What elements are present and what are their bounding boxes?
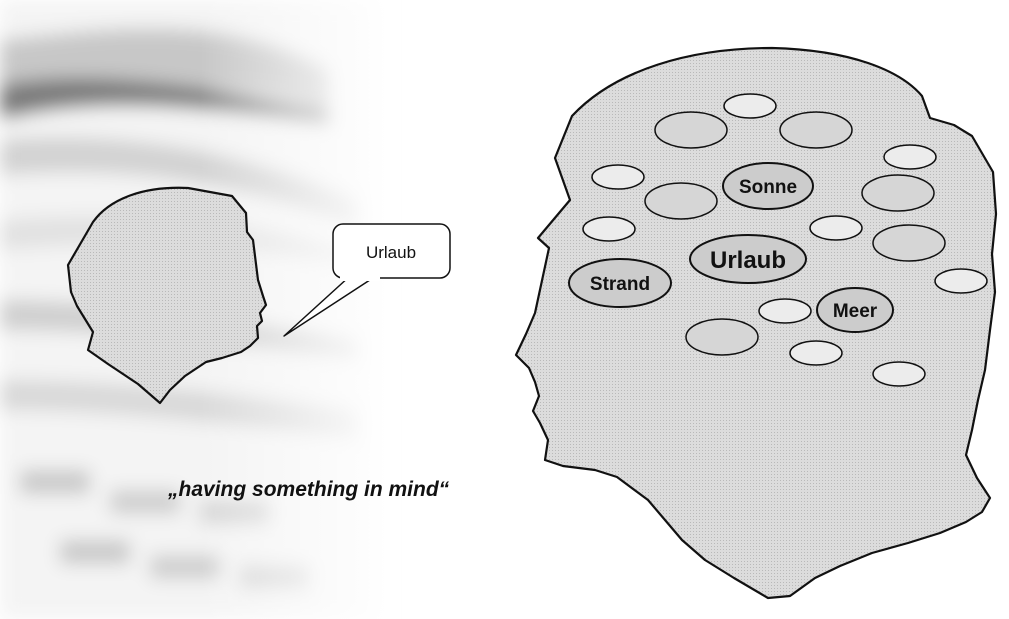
thought-bubble [583, 217, 635, 241]
thought-bubble [759, 299, 811, 323]
thought-bubble [655, 112, 727, 148]
thought-bubble [935, 269, 987, 293]
concept-label-sonne: Sonne [739, 177, 797, 198]
thought-bubble [862, 175, 934, 211]
concept-label-meer: Meer [833, 301, 878, 322]
thought-bubble [724, 94, 776, 118]
thought-bubble [645, 183, 717, 219]
concept-bubble-strand: Strand [569, 259, 671, 307]
concept-bubble-meer: Meer [817, 288, 893, 332]
thought-bubble [592, 165, 644, 189]
thought-bubble [686, 319, 758, 355]
thought-bubble [873, 362, 925, 386]
concept-label-strand: Strand [590, 274, 650, 295]
speech-bubble-text: Urlaub [366, 243, 416, 262]
concept-bubble-urlaub: Urlaub [690, 235, 806, 283]
thought-bubble [873, 225, 945, 261]
caption: „having something in mind“ [168, 478, 449, 502]
thought-bubble [884, 145, 936, 169]
concept-label-urlaub: Urlaub [710, 247, 786, 274]
thought-bubble [810, 216, 862, 240]
thought-bubble [780, 112, 852, 148]
large-head-silhouette [516, 48, 996, 598]
concept-bubble-sonne: Sonne [723, 163, 813, 209]
thought-bubble [790, 341, 842, 365]
